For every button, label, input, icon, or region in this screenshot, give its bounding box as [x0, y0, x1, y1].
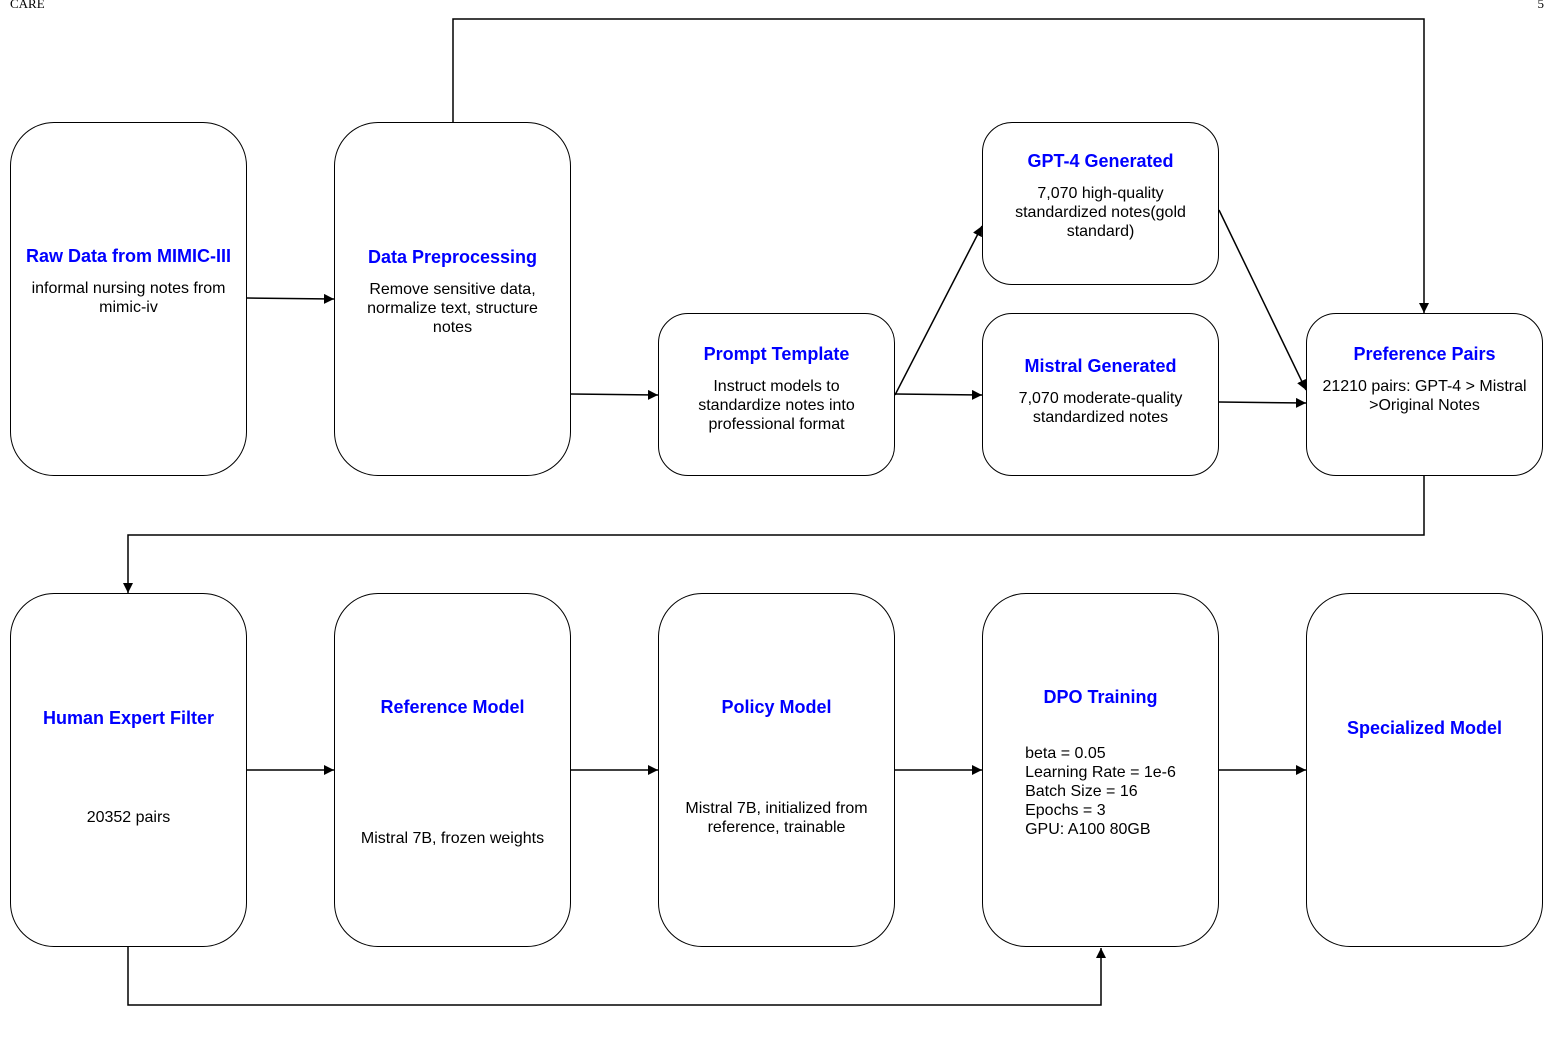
node-title: Mistral Generated	[1024, 356, 1177, 376]
hyperparam-beta: beta = 0.05	[1025, 745, 1106, 762]
node-title: Specialized Model	[1346, 718, 1503, 738]
node-reference-model: Reference Model Mistral 7B, frozen weigh…	[334, 593, 571, 947]
hyperparam-epochs: Epochs = 3	[1025, 802, 1106, 819]
edge-raw-to-preprocessing	[246, 293, 335, 304]
node-title: Prompt Template	[703, 344, 850, 364]
node-title: Raw Data from MIMIC-III	[25, 246, 231, 266]
node-description: 21210 pairs: GPT-4 > Mistral >Original N…	[1322, 378, 1527, 414]
edge-prompt-to-gpt4	[894, 225, 983, 396]
node-title: GPT-4 Generated	[1027, 151, 1174, 171]
edge-gpt4-to-preference	[1218, 209, 1307, 391]
node-specialized-model: Specialized Model	[1306, 593, 1543, 947]
node-raw-data: Raw Data from MIMIC-III informal nursing…	[10, 122, 247, 476]
hyperparam-gpu: GPU: A100 80GB	[1025, 821, 1151, 838]
node-title: Reference Model	[380, 697, 525, 717]
hyperparam-batch-size: Batch Size = 16	[1025, 783, 1138, 800]
node-mistral-generated: Mistral Generated 7,070 moderate-quality…	[982, 313, 1219, 476]
node-gpt4-generated: GPT-4 Generated 7,070 high-quality stand…	[982, 122, 1219, 285]
edge-preprocessing-to-preference	[452, 18, 1429, 313]
node-description: informal nursing notes from mimic-iv	[31, 280, 226, 316]
node-title: Preference Pairs	[1353, 344, 1496, 364]
node-title: Data Preprocessing	[367, 247, 538, 267]
edge-preprocessing-to-prompt	[570, 389, 659, 400]
node-description: 20352 pairs	[86, 809, 171, 826]
node-description: 7,070 moderate-quality standardized note…	[1018, 390, 1183, 426]
node-description: Remove sensitive data, normalize text, s…	[367, 281, 538, 336]
node-title: Human Expert Filter	[42, 708, 215, 728]
dpo-hyperparameters: beta = 0.05 Learning Rate = 1e-6 Batch S…	[1025, 744, 1176, 839]
node-preference-pairs: Preference Pairs 21210 pairs: GPT-4 > Mi…	[1306, 313, 1543, 476]
node-title: DPO Training	[1043, 687, 1158, 707]
node-dpo-training: DPO Training beta = 0.05 Learning Rate =…	[982, 593, 1219, 947]
edge-preference-to-human-filter	[123, 476, 1425, 593]
page-number: 5	[1537, 0, 1545, 11]
node-policy-model: Policy Model Mistral 7B, initialized fro…	[658, 593, 895, 947]
node-data-preprocessing: Data Preprocessing Remove sensitive data…	[334, 122, 571, 476]
node-description: Instruct models to standardize notes int…	[698, 378, 855, 433]
node-description: Mistral 7B, initialized from reference, …	[685, 800, 868, 836]
node-description: 7,070 high-quality standardized notes(go…	[1015, 185, 1186, 240]
edge-prompt-to-mistral	[894, 389, 983, 400]
running-header-left: CARE	[10, 0, 45, 11]
node-prompt-template: Prompt Template Instruct models to stand…	[658, 313, 895, 476]
edge-mistral-to-preference	[1218, 397, 1307, 408]
edge-human-filter-to-dpo	[127, 947, 1106, 1006]
hyperparam-learning-rate: Learning Rate = 1e-6	[1025, 764, 1176, 781]
node-description: Mistral 7B, frozen weights	[360, 830, 545, 847]
node-human-expert-filter: Human Expert Filter 20352 pairs	[10, 593, 247, 947]
node-title: Policy Model	[721, 697, 832, 717]
